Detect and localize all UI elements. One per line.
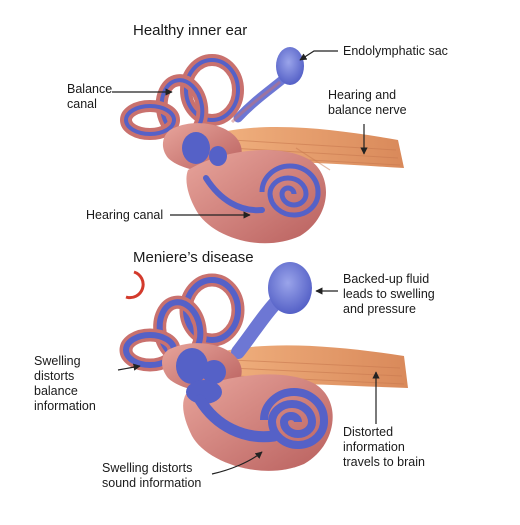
meniere-vestibule-cochlea (162, 343, 333, 471)
meniere-ear-illustration (119, 262, 408, 471)
healthy-ear-illustration (120, 47, 404, 244)
label-backed-up-fluid: Backed-up fluid leads to swelling and pr… (343, 272, 435, 316)
label-balance-canal: Balance canal (67, 82, 113, 111)
partial-circle-mark (125, 270, 145, 300)
arrow-swelling-sound (211, 451, 263, 475)
healthy-endolymphatic-sac-shape (230, 47, 304, 124)
label-swelling-sound: Swelling distorts sound information (102, 461, 202, 490)
arrow-endolymphatic-sac (299, 50, 338, 61)
healthy-title: Healthy inner ear (133, 22, 248, 39)
meniere-title: Meniere’s disease (133, 249, 254, 266)
label-endolymphatic-sac: Endolymphatic sac (343, 44, 448, 58)
healthy-vestibule-cochlea (162, 123, 327, 244)
meniere-endolymphatic-sac-shape (231, 262, 312, 359)
callout-arrows (112, 50, 380, 475)
label-distorted-info: Distorted information travels to brain (343, 425, 425, 469)
arrow-swelling-balance (117, 363, 141, 371)
label-hearing-canal: Hearing canal (86, 208, 164, 222)
label-hearing-balance-nerve: Hearing and balance nerve (328, 88, 407, 117)
label-swelling-balance: Swelling distorts balance information (34, 354, 96, 413)
